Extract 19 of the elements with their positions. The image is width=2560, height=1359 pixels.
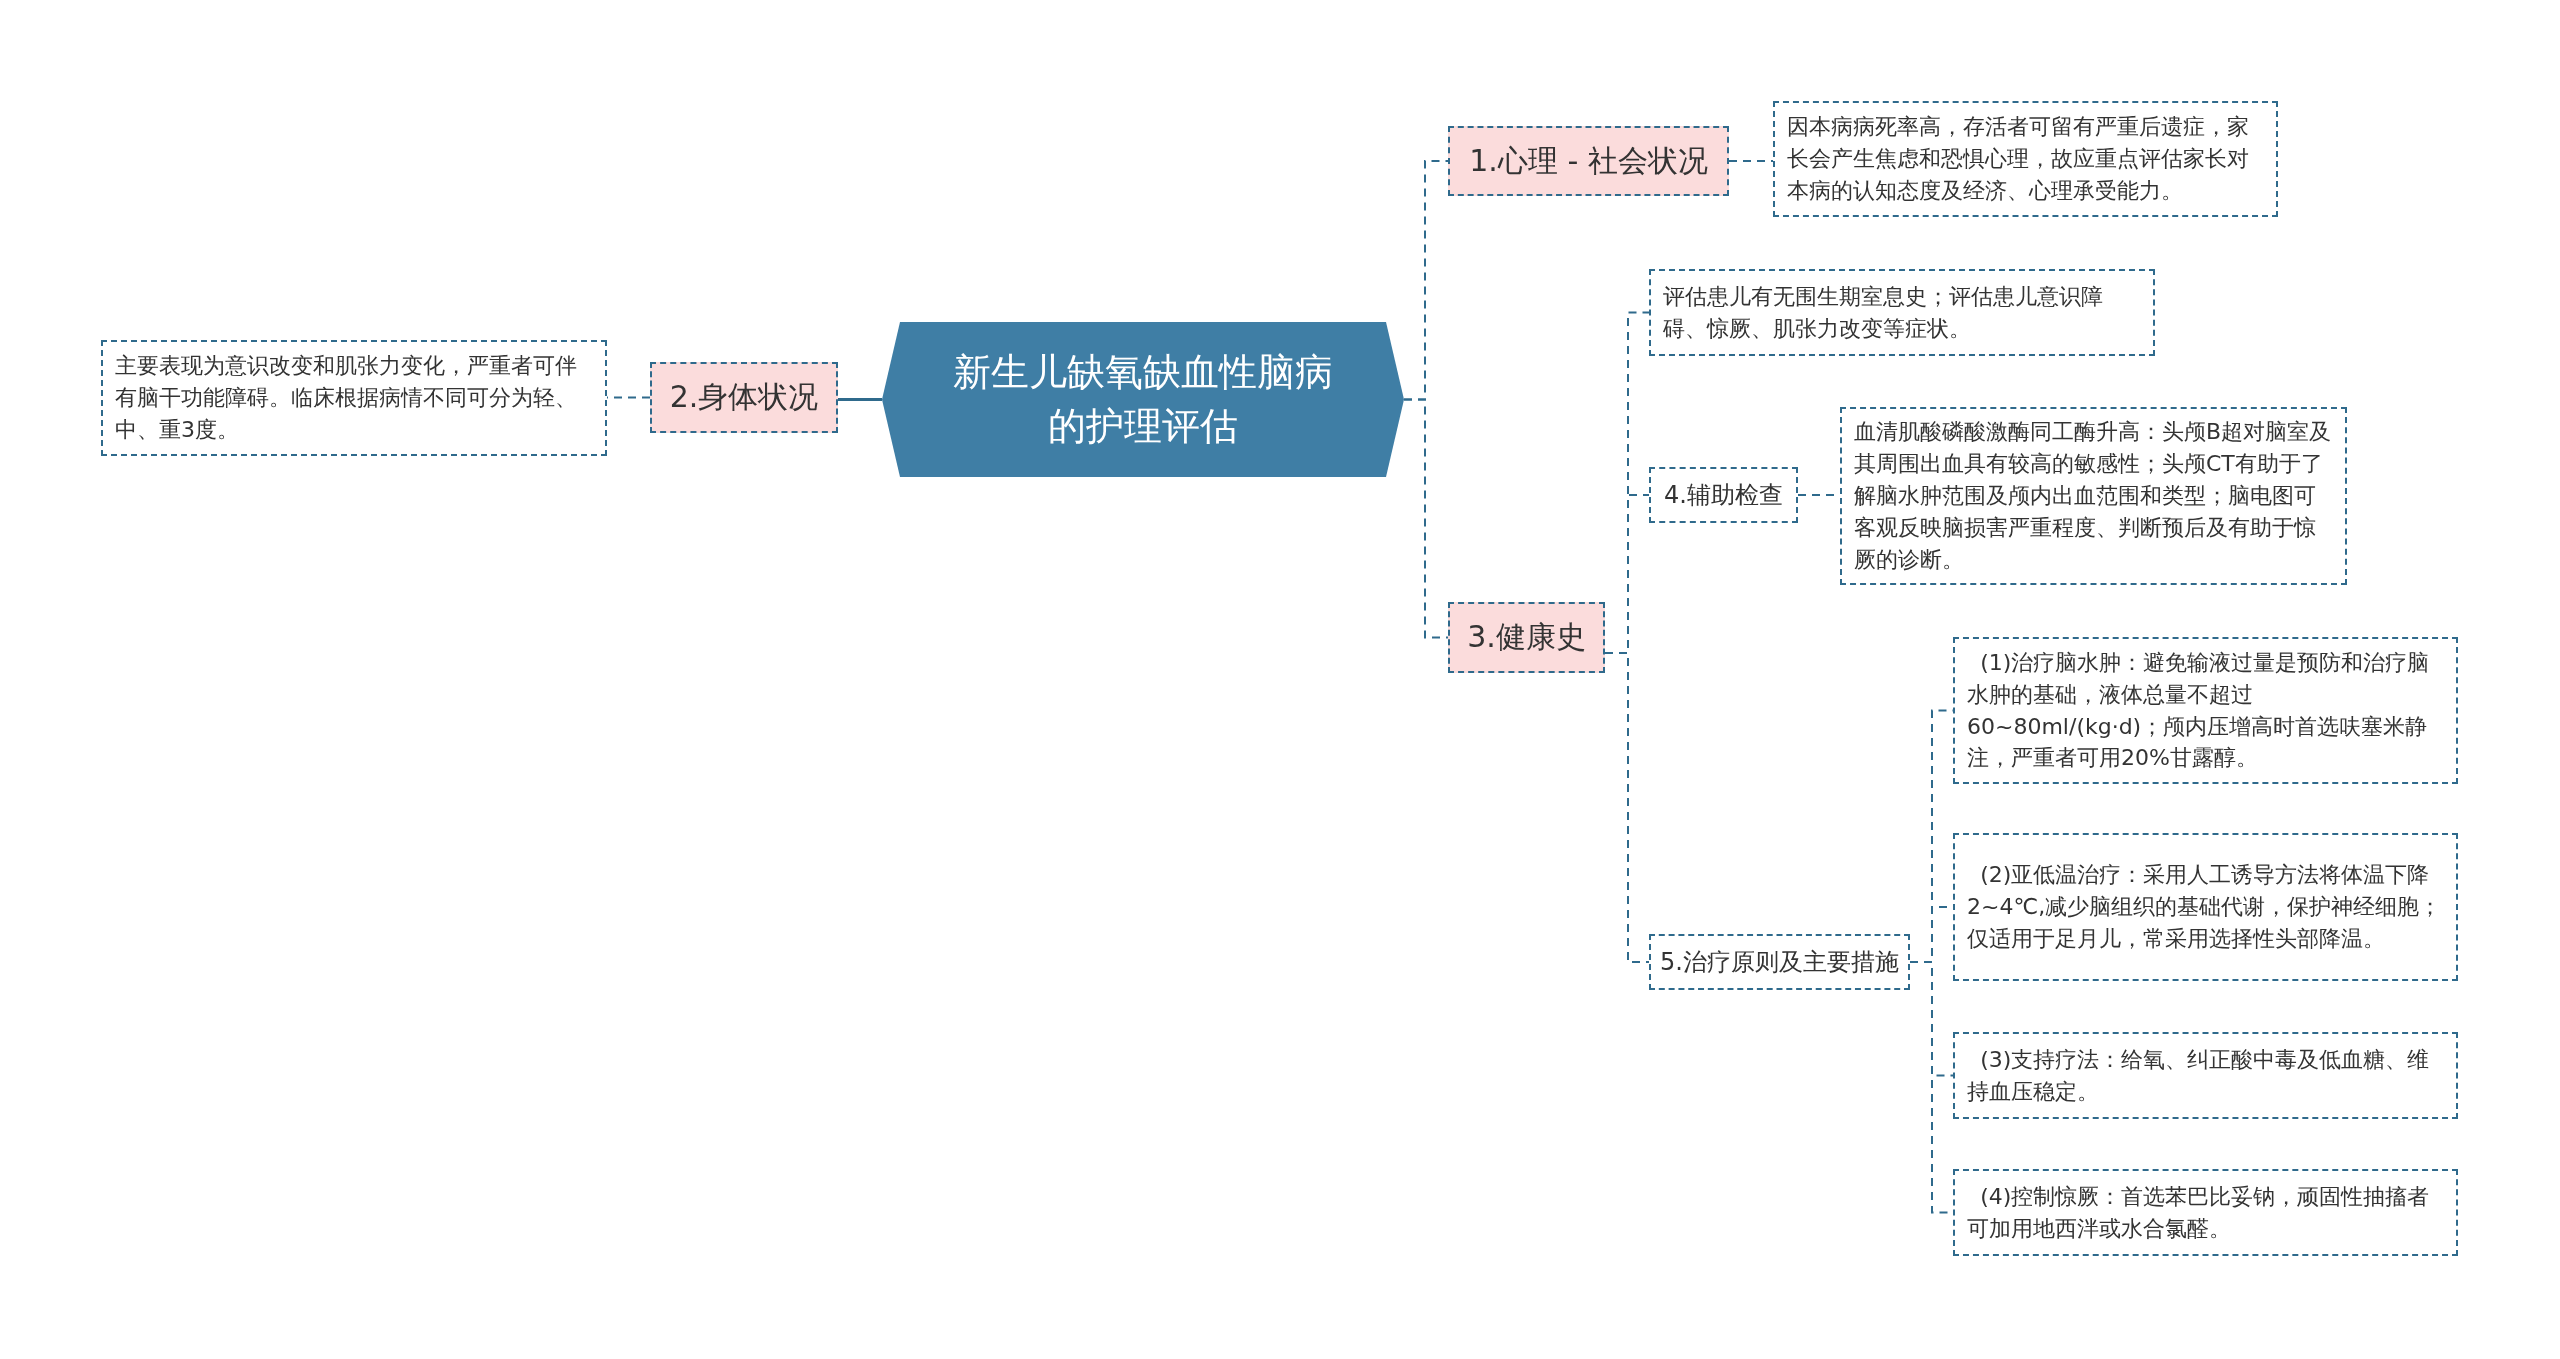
detail-box: 血清肌酸磷酸激酶同工酶升高：头颅B超对脑室及其周围出血具有较高的敏感性；头颅CT有助于了解脑水肿范围及颅内出血范围和类型；脑电图可客观反映脑损害严重程度、判断预后及有助于惊厥的诊断。	[1840, 407, 2347, 585]
topic-box: 1.心理 - 社会状况	[1448, 126, 1729, 196]
detail-box: 评估患儿有无围生期室息史；评估患儿意识障碍、惊厥、肌张力改变等症状。	[1649, 269, 2155, 356]
central-topic-hexagon	[882, 322, 1404, 477]
detail-box: (1)治疗脑水肿：避免输液过量是预防和治疗脑水肿的基础，液体总量不超过60~80ml/(kg·d)；颅内压增高时首选呋塞米静注，严重者可用20%甘露醇。	[1953, 637, 2458, 784]
subtopic-box: 4.辅助检查	[1649, 467, 1798, 523]
topic-title: 新生儿缺氧缺血性脑病的护理评估	[952, 349, 1334, 450]
subtopic-box: 5.治疗原则及主要措施	[1649, 934, 1910, 990]
detail-box: 因本病病死率高，存活者可留有严重后遗症，家长会产生焦虑和恐惧心理，故应重点评估家长对本病的认知态度及经济、心理承受能力。	[1773, 101, 2278, 217]
topic-box: 3.健康史	[1448, 602, 1605, 673]
detail-box: (2)亚低温治疗：采用人工诱导方法将体温下降2~4℃,减少脑组织的基础代谢，保护神经细胞；仅适用于足月儿，常采用选择性头部降温。	[1953, 833, 2458, 981]
connector-line	[838, 398, 882, 401]
detail-box: 主要表现为意识改变和肌张力变化，严重者可伴有脑干功能障碍。临床根据病情不同可分为轻、中、重3度。	[101, 340, 607, 456]
detail-box: (3)支持疗法：给氧、纠正酸中毒及低血糖、维持血压稳定。	[1953, 1032, 2458, 1119]
connector-line	[1403, 398, 1449, 639]
detail-box: (4)控制惊厥：首选苯巴比妥钠，顽固性抽搐者可加用地西泮或水合氯醛。	[1953, 1169, 2458, 1256]
connector-line	[1604, 652, 1650, 963]
topic-box: 2.身体状况	[650, 362, 838, 433]
connector-line	[1728, 160, 1774, 162]
